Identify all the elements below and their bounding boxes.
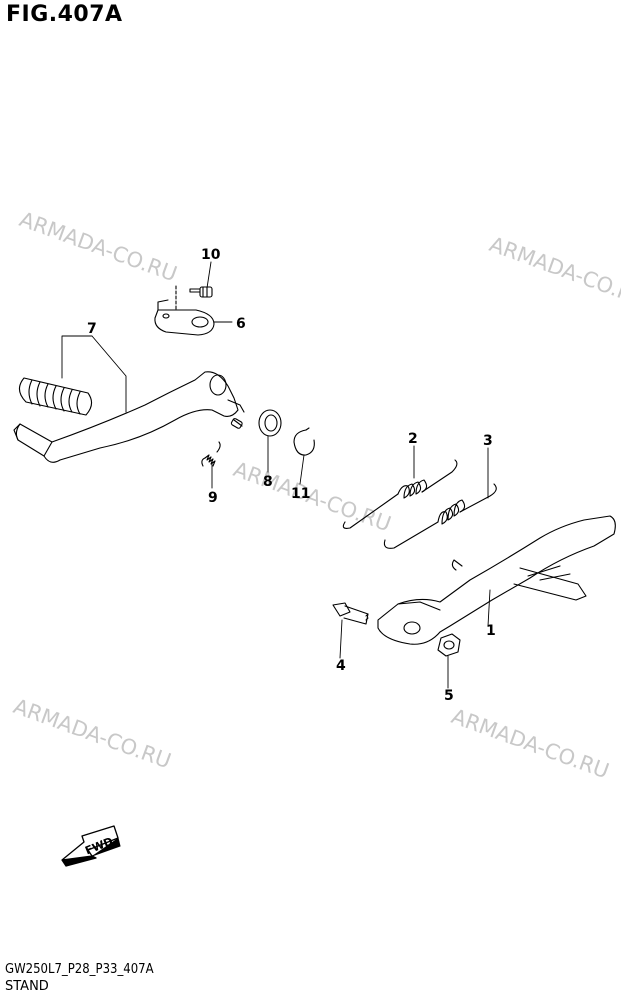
callout-3: 3	[483, 433, 493, 449]
callout-10: 10	[201, 247, 221, 263]
pedal-rubber	[18, 377, 93, 416]
callout-6: 6	[236, 316, 246, 332]
callouts: 1 2 3 4 5 6 7 8 9 10 11	[87, 247, 496, 704]
diagram-code: GW250L7_P28_P33_407A	[5, 962, 154, 977]
watermark-top-left: ARMADA-CO.RU	[16, 207, 180, 286]
callout-5: 5	[444, 688, 454, 704]
watermark-bottom-right: ARMADA-CO.RU	[448, 704, 612, 783]
callout-4: 4	[336, 658, 346, 674]
side-stand-1	[377, 515, 616, 645]
callout-7: 7	[87, 321, 97, 337]
circlip-11	[293, 427, 315, 456]
leader-lines	[61, 261, 491, 689]
bolt-10	[189, 286, 213, 298]
spring-9	[201, 441, 221, 467]
callout-11: 11	[291, 486, 310, 502]
figure-title: FIG.407A	[6, 2, 123, 27]
nut-5	[437, 633, 461, 657]
watermarks: ARMADA-CO.RU ARMADA-CO.RU ARMADA-CO.RU A…	[10, 207, 621, 783]
watermark-center: ARMADA-CO.RU	[230, 457, 394, 536]
washer-8	[258, 409, 282, 437]
fwd-arrow: FWD	[61, 825, 121, 867]
spring-2	[342, 459, 458, 529]
callout-2: 2	[408, 431, 418, 447]
pivot-bolt-4	[332, 602, 369, 625]
callout-9: 9	[208, 490, 218, 506]
brake-pedal-7	[13, 371, 245, 463]
callout-8: 8	[263, 474, 273, 490]
bracket-6	[154, 285, 215, 336]
callout-1: 1	[486, 623, 496, 639]
diagram-name: STAND	[5, 979, 49, 994]
spring-3	[383, 483, 497, 549]
watermark-top-right: ARMADA-CO.RU	[486, 232, 621, 311]
watermark-bottom-left: ARMADA-CO.RU	[10, 694, 174, 773]
